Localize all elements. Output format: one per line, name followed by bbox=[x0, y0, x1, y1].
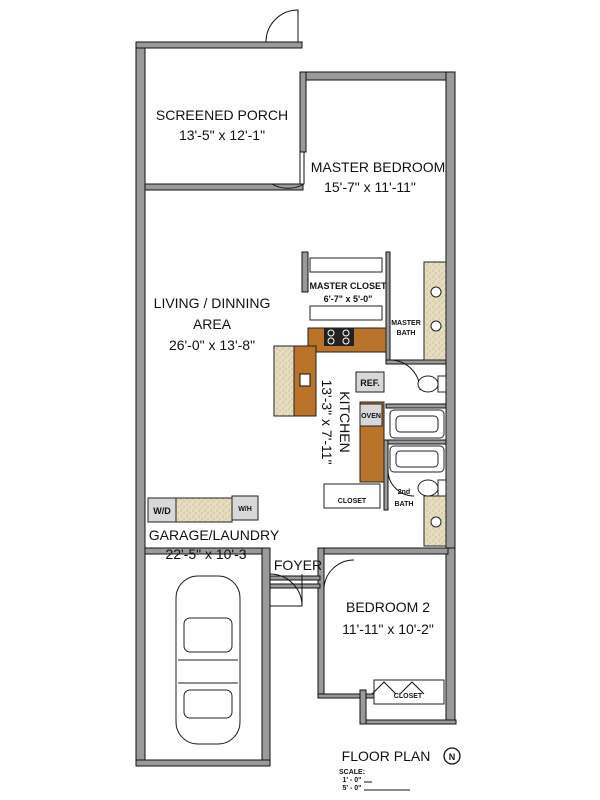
master-size: 15'-7" x 11'-11" bbox=[324, 179, 416, 195]
master-name: MASTER BEDROOM bbox=[311, 159, 446, 175]
scale-1ft: 1' - 0" bbox=[343, 777, 362, 784]
garage-size: 22'-5" x 10'-3 bbox=[165, 546, 246, 562]
living-line2: AREA bbox=[193, 316, 232, 332]
foyer-name: FOYER bbox=[274, 557, 322, 573]
door-swing-icon bbox=[265, 9, 425, 695]
car-icon bbox=[175, 575, 241, 745]
bathtub-icon bbox=[389, 409, 445, 473]
scale-5ft: 5' - 0" bbox=[343, 785, 362, 792]
porch-size: 13'-5" x 12'-1" bbox=[179, 127, 265, 143]
north-arrow-icon: N bbox=[443, 747, 461, 765]
bedroom2-size: 11'-11" x 10'-2" bbox=[342, 621, 434, 637]
bath2-line2: BATH bbox=[395, 501, 414, 508]
bedroom2-name: BEDROOM 2 bbox=[346, 599, 430, 615]
wh-label: W/H bbox=[238, 506, 252, 513]
kitchen-name: KITCHEN bbox=[337, 391, 353, 452]
garage-name: GARAGE/LAUNDRY bbox=[149, 527, 280, 543]
wd-label: W/D bbox=[153, 506, 171, 516]
north-label: N bbox=[449, 752, 456, 762]
master-bath-line2: BATH bbox=[397, 330, 416, 337]
oven-label: OVEN bbox=[361, 413, 381, 420]
oven bbox=[359, 403, 383, 427]
water-heater bbox=[231, 495, 259, 521]
living-line1: LIVING / DINNING bbox=[154, 295, 271, 311]
closet-bed2-label: CLOSET bbox=[394, 693, 423, 700]
porch-name: SCREENED PORCH bbox=[156, 107, 288, 123]
ref-label: REF. bbox=[360, 378, 380, 388]
walls bbox=[135, 41, 457, 767]
master-bath-line1: MASTER bbox=[391, 320, 421, 327]
appliances bbox=[147, 371, 385, 523]
washer-dryer bbox=[147, 497, 177, 523]
sink-icon bbox=[299, 373, 311, 387]
master-closet-name: MASTER CLOSET bbox=[309, 281, 387, 291]
master-closet-size: 6'-7" x 5'-0" bbox=[324, 294, 373, 304]
floor-plan-title: FLOOR PLAN bbox=[342, 748, 431, 764]
closet-hall-label: CLOSET bbox=[338, 498, 367, 505]
toilet-icon bbox=[417, 375, 447, 497]
living-size: 26'-0" x 13'-8" bbox=[169, 337, 255, 353]
bath2-line1: 2nd bbox=[398, 489, 410, 496]
refrigerator bbox=[355, 371, 385, 393]
laundry-counter bbox=[175, 497, 233, 523]
closet-shelving bbox=[309, 257, 445, 705]
stove-icon bbox=[324, 328, 354, 346]
sink-icon bbox=[430, 286, 442, 528]
kitchen-size: 13'-3" x 7'-11" bbox=[319, 379, 335, 464]
scale-label: SCALE: bbox=[339, 769, 365, 776]
